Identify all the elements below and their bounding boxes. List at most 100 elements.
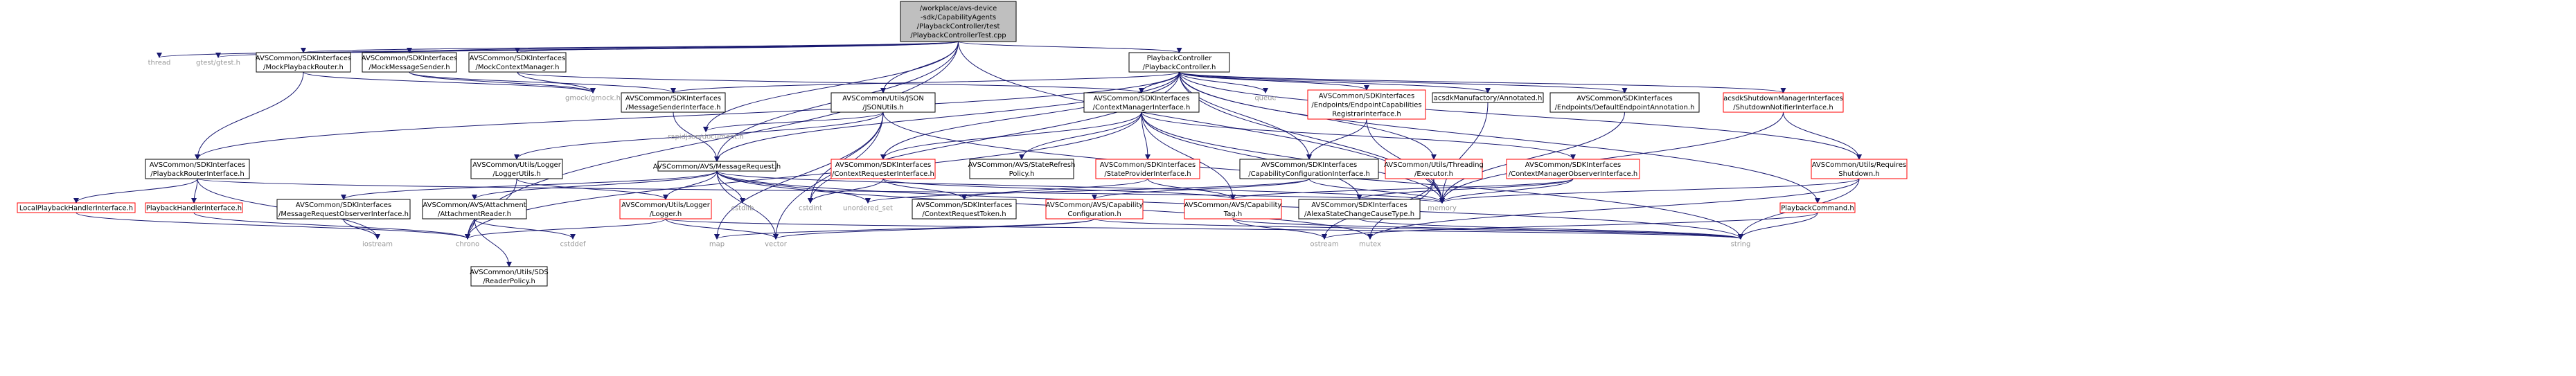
node-box-capabilityconfig — [1045, 199, 1144, 220]
node-map: map — [709, 241, 725, 249]
node-defaultendpoint[interactable]: AVSCommon/SDKInterfaces/Endpoints/Defaul… — [1549, 92, 1700, 113]
node-loggerutils[interactable]: AVSCommon/Utils/Logger/LoggerUtils.h — [470, 159, 563, 179]
node-label-shutdownnotifier-0: acsdkShutdownManagerInterfaces — [1723, 95, 1843, 102]
node-box-contextmanagerif — [1083, 92, 1200, 113]
node-label-string-0: string — [1731, 241, 1751, 249]
node-cstdlib: cstdlib — [731, 205, 754, 213]
edge-jsonutils-to-map — [714, 111, 884, 240]
node-label-messagerequest-0: AVSCommon/AVS/MessageRequest.h — [653, 163, 781, 171]
edge-logger-to-vector — [665, 218, 779, 240]
node-box-requiresshutdown — [1811, 159, 1908, 179]
node-string: string — [1731, 241, 1751, 249]
node-label-stateproviderif-1: /StateProviderInterface.h — [1104, 170, 1191, 178]
node-contextrequesterif[interactable]: AVSCommon/SDKInterfaces/ContextRequester… — [830, 159, 936, 179]
edge-requiresshutdown-to-memory — [1439, 178, 1860, 204]
edge-requiresshutdown-to-mutex — [1367, 178, 1860, 240]
edge-messagesenderif-to-messagerequest — [673, 111, 720, 162]
edge-playbackcontroller-to-capconfigif — [1179, 71, 1312, 160]
node-label-requiresshutdown-0: AVSCommon/Utils/Requires — [1812, 161, 1907, 169]
node-label-localplaybackhandler-0: LocalPlaybackHandlerInterface.h — [19, 205, 133, 213]
node-msgreqobserverif[interactable]: AVSCommon/SDKInterfaces/MessageRequestOb… — [276, 199, 411, 220]
edge-mockplaybackrouter-to-playbackrouterif — [195, 71, 304, 160]
node-box-root — [900, 1, 1017, 42]
node-box-mockmessagesender — [362, 52, 457, 73]
edge-messagerequest-to-vector — [716, 170, 779, 240]
edge-contextmanagerif-to-stateproviderif — [1141, 111, 1151, 160]
node-attachmentreader[interactable]: AVSCommon/AVS/Attachment/AttachmentReade… — [422, 199, 527, 220]
edge-ctxmgrobserverif-to-memory — [1439, 178, 1574, 204]
node-label-contextrequesttoken-1: /ContextRequestToken.h — [922, 211, 1006, 218]
node-readerpolicy[interactable]: AVSCommon/Utils/SDS/ReaderPolicy.h — [470, 266, 549, 287]
node-box-logger — [619, 199, 712, 220]
node-messagesenderif[interactable]: AVSCommon/SDKInterfaces/MessageSenderInt… — [621, 92, 726, 113]
node-messagerequest[interactable]: AVSCommon/AVS/MessageRequest.h — [653, 161, 781, 172]
node-vector: vector — [765, 241, 788, 249]
node-label-gtest-0: gtest/gtest.h — [196, 60, 240, 67]
node-box-playbackhandler — [145, 202, 243, 213]
node-label-executor-0: AVSCommon/Utils/Threading — [1384, 161, 1484, 169]
edge-messagerequest-to-memory — [716, 170, 1445, 204]
node-box-playbackcontroller — [1128, 52, 1230, 73]
edge-attachmentreader-to-cstddef — [474, 218, 576, 240]
edge-playbackcontroller-to-queue — [1179, 71, 1268, 93]
edge-root-to-mockcontextmanager — [515, 41, 959, 53]
node-playbackrouterif[interactable]: AVSCommon/SDKInterfaces/PlaybackRouterIn… — [145, 159, 250, 179]
node-shutdownnotifier[interactable]: acsdkShutdownManagerInterfaces/ShutdownN… — [1723, 92, 1844, 113]
node-contextrequesttoken[interactable]: AVSCommon/SDKInterfaces/ContextRequestTo… — [912, 199, 1017, 220]
edge-contextmanagerif-to-contextrequesterif — [880, 111, 1142, 160]
node-executor[interactable]: AVSCommon/Utils/Threading/Executor.h — [1384, 159, 1484, 179]
node-box-readerpolicy — [470, 266, 548, 287]
edge-capconfigif-to-capabilityconfig — [1092, 178, 1310, 200]
node-playbackcontroller[interactable]: PlaybackController/PlaybackController.h — [1128, 52, 1230, 73]
node-label-playbackcontroller-0: PlaybackController — [1147, 55, 1213, 62]
node-label-ctxmgrobserverif-1: /ContextManagerObserverInterface.h — [1509, 170, 1638, 178]
edge-root-to-rapidjson — [703, 41, 959, 132]
node-box-messagerequest — [657, 161, 776, 172]
node-mockmessagesender[interactable]: AVSCommon/SDKInterfaces/MockMessageSende… — [362, 52, 457, 73]
node-capabilityconfig[interactable]: AVSCommon/AVS/CapabilityConfiguration.h — [1045, 199, 1144, 220]
node-jsonutils[interactable]: AVSCommon/Utils/JSON/JSONUtils.h — [830, 92, 936, 113]
node-label-defaultendpoint-0: AVSCommon/SDKInterfaces — [1576, 95, 1672, 102]
node-label-endpointcaps-0: AVSCommon/SDKInterfaces — [1319, 93, 1414, 100]
node-mockcontextmanager[interactable]: AVSCommon/SDKInterfaces/MockContextManag… — [468, 52, 567, 73]
node-contextmanagerif[interactable]: AVSCommon/SDKInterfaces/ContextManagerIn… — [1083, 92, 1200, 113]
edge-contextmanagerif-to-ctxmgrobserverif — [1141, 111, 1576, 160]
node-gmock: gmock/gmock.h — [565, 95, 621, 102]
node-rapidjson: rapidjson/document.h — [668, 134, 744, 141]
node-annotated[interactable]: acsdkManufactory/Annotated.h — [1432, 92, 1544, 103]
node-label-staterefresh-0: AVSCommon/AVS/StateRefresh — [968, 161, 1076, 169]
node-label-contextmanagerif-0: AVSCommon/SDKInterfaces — [1094, 95, 1189, 102]
edge-jsonutils-to-cstdint — [808, 111, 884, 204]
node-endpointcaps[interactable]: AVSCommon/SDKInterfaces/Endpoints/Endpoi… — [1307, 89, 1426, 120]
node-label-attachmentreader-1: /AttachmentReader.h — [438, 211, 511, 218]
node-playbackhandler[interactable]: PlaybackHandlerInterface.h — [145, 202, 243, 213]
node-playbackcommand[interactable]: PlaybackCommand.h — [1779, 202, 1856, 213]
node-mockplaybackrouter[interactable]: AVSCommon/SDKInterfaces/MockPlaybackRout… — [256, 52, 351, 73]
node-label-capabilitytag-1: Tag.h — [1223, 211, 1242, 218]
edge-playbackcontroller-to-messagerequest — [714, 71, 1180, 162]
edge-mockmessagesender-to-messagesenderif — [409, 71, 676, 93]
edge-root-to-jsonutils — [880, 41, 959, 93]
node-logger[interactable]: AVSCommon/Utils/Logger/Logger.h — [619, 199, 712, 220]
node-stateproviderif[interactable]: AVSCommon/SDKInterfaces/StateProviderInt… — [1095, 159, 1200, 179]
node-box-capconfigif — [1239, 159, 1379, 179]
node-localplaybackhandler[interactable]: LocalPlaybackHandlerInterface.h — [17, 202, 136, 213]
node-alexastatechange[interactable]: AVSCommon/SDKInterfaces/AlexaStateChange… — [1298, 199, 1421, 220]
node-ctxmgrobserverif[interactable]: AVSCommon/SDKInterfaces/ContextManagerOb… — [1506, 159, 1640, 179]
node-box-alexastatechange — [1298, 199, 1421, 220]
node-label-msgreqobserverif-0: AVSCommon/SDKInterfaces — [296, 202, 391, 209]
node-box-defaultendpoint — [1549, 92, 1700, 113]
edge-capconfigif-to-unordered_set — [865, 178, 1310, 204]
node-capconfigif[interactable]: AVSCommon/SDKInterfaces/CapabilityConfig… — [1239, 159, 1379, 179]
node-label-messagesenderif-1: /MessageSenderInterface.h — [626, 104, 721, 111]
edge-stateproviderif-to-contextrequesttoken — [961, 178, 1148, 200]
node-box-stateproviderif — [1095, 159, 1200, 179]
edge-messagerequest-to-unordered_set — [716, 170, 871, 204]
node-root[interactable]: /workplace/avs-device-sdk/CapabilityAgen… — [900, 1, 1017, 42]
edge-msgreqobserverif-to-iostream — [343, 218, 380, 240]
edge-mockplaybackrouter-to-gmock — [303, 71, 596, 93]
node-box-messagesenderif — [621, 92, 726, 113]
